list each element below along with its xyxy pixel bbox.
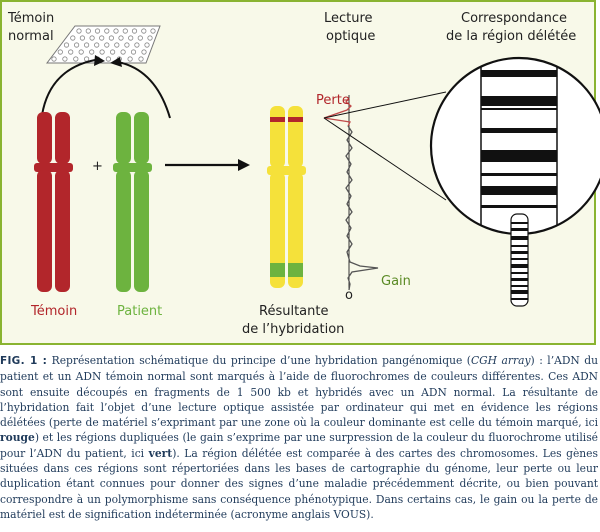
caption-rouge: rouge: [0, 431, 35, 445]
caption-intro: Représentation schématique du principe d…: [47, 354, 471, 367]
array-spot: [76, 28, 82, 34]
chromosome-ideogram: [510, 213, 529, 307]
caption-fig-label: FIG. 1 :: [0, 355, 48, 367]
microarray-plate: [45, 25, 161, 64]
array-spot: [99, 49, 105, 55]
array-spot: [147, 35, 153, 41]
label-perte: Perte: [316, 93, 350, 108]
label-lecture-line2: optique: [326, 29, 376, 44]
array-spot: [57, 49, 63, 55]
caption-part1: ) : l’ADN du patient et un ADN témoin no…: [0, 354, 598, 430]
caption-part2: ) et les régions dupliquées (le gain s’e…: [0, 431, 598, 460]
array-spot: [70, 35, 76, 41]
label-gain: Gain: [381, 274, 411, 289]
array-spot: [105, 56, 112, 62]
array-spot: [120, 49, 126, 55]
array-spot: [94, 42, 100, 48]
label-lecture-line1: Lecture: [324, 11, 373, 26]
gain-band-right: [288, 263, 303, 277]
label-resultante-line2: de l’hybridation: [242, 322, 345, 337]
label-patient: Patient: [117, 304, 163, 319]
hybridization-diagram: [34, 25, 600, 307]
caption-cgh: CGH array: [470, 354, 531, 367]
array-spot: [131, 28, 138, 34]
magnifier-lens: [429, 56, 600, 236]
array-spot: [73, 56, 79, 62]
label-temoin-normal-line1: Témoin: [8, 11, 55, 26]
array-spot: [85, 28, 91, 34]
hybrid-chromosome: [267, 106, 306, 288]
array-spot: [113, 28, 119, 34]
arrow-to-hybrid: [165, 159, 250, 171]
array-spot: [127, 56, 133, 62]
array-spot: [118, 35, 124, 41]
array-spot: [51, 56, 57, 62]
array-spot: [138, 56, 144, 62]
label-zero: o: [345, 288, 353, 303]
array-spot: [68, 49, 74, 55]
array-spot: [74, 42, 80, 48]
array-spot: [141, 28, 147, 34]
curved-arrows: [41, 55, 171, 119]
lens-connectors: [323, 91, 447, 201]
array-spot: [114, 42, 120, 48]
array-spot: [134, 42, 140, 48]
patient-chromosome: [113, 112, 152, 292]
perte-band-right: [288, 117, 303, 122]
label-temoin: Témoin: [31, 304, 78, 319]
array-spot: [89, 35, 95, 41]
optical-profile: [323, 95, 379, 291]
array-spot: [89, 49, 95, 55]
perte-band-left: [270, 117, 285, 122]
array-spot: [110, 49, 116, 55]
array-spot: [84, 42, 90, 48]
array-spot: [122, 28, 128, 34]
array-spot: [62, 56, 68, 62]
array-spot: [124, 42, 130, 48]
array-spot: [63, 42, 70, 48]
label-plus: +: [92, 159, 103, 174]
array-spot: [99, 35, 105, 41]
array-spot: [141, 49, 147, 55]
array-spot: [150, 28, 156, 34]
caption-part3: ). La région délétée est comparée à des …: [0, 446, 598, 521]
array-spot: [78, 49, 84, 55]
array-spot: [104, 42, 110, 48]
label-correspondance-line2: de la région délétée: [446, 29, 577, 44]
array-spot: [130, 49, 137, 55]
array-spot: [79, 35, 86, 41]
label-resultante-line1: Résultante: [259, 304, 329, 319]
label-temoin-normal-line2: normal: [8, 29, 54, 44]
array-spot: [128, 35, 134, 41]
array-spot: [108, 35, 115, 41]
temoin-chromosome: [34, 112, 73, 292]
array-spot: [94, 28, 101, 34]
array-spot: [137, 35, 143, 41]
figure-caption: FIG. 1 : Représentation schématique du p…: [0, 353, 598, 522]
array-spot: [144, 42, 150, 48]
gain-band-left: [270, 263, 285, 277]
label-correspondance-line1: Correspondance: [461, 11, 568, 26]
array-spot: [104, 28, 110, 34]
caption-vert: vert: [148, 446, 173, 460]
